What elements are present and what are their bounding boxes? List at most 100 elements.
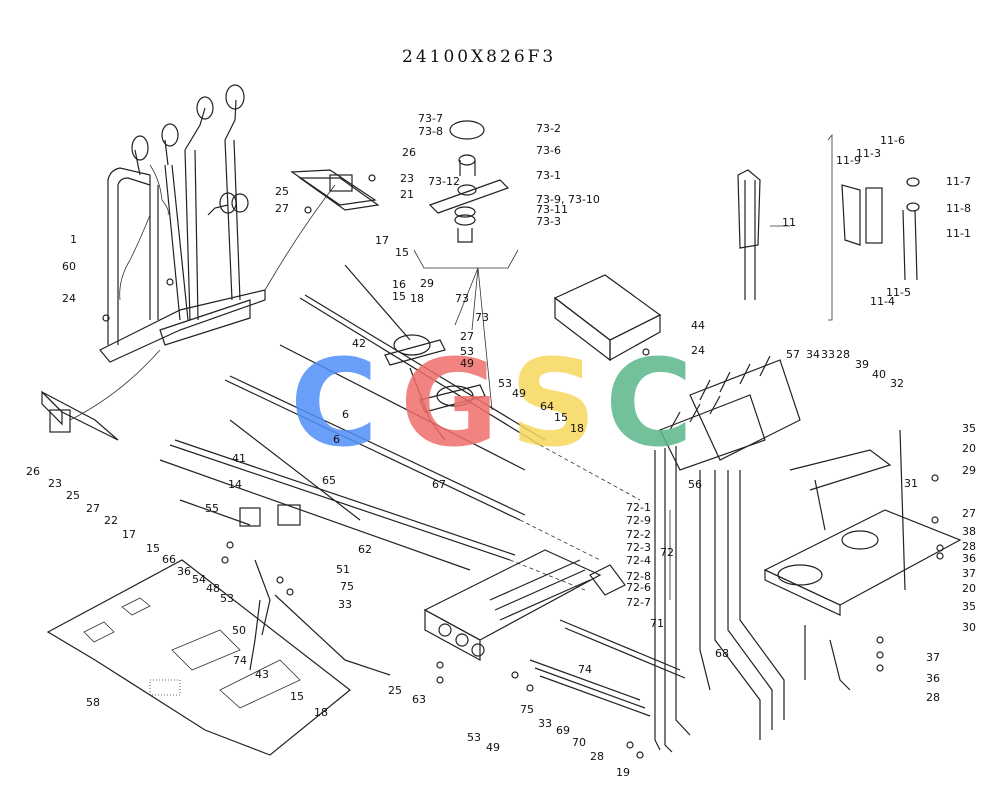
part-number-label: 73-6 — [536, 144, 561, 157]
part-number-label: 72-8 — [626, 570, 651, 583]
part-number-label: 73-2 — [536, 122, 561, 135]
part-number-label: 25 — [66, 489, 80, 502]
part-number-label: 72-6 — [626, 581, 651, 594]
part-number-label: 71 — [650, 617, 664, 630]
part-number-label: 53 — [220, 592, 234, 605]
part-number-label: 35 — [962, 422, 976, 435]
part-number-label: 73-12 — [428, 175, 460, 188]
watermark-letter: S — [510, 335, 596, 474]
part-number-label: 11-1 — [946, 227, 971, 240]
part-number-label: 65 — [322, 474, 336, 487]
part-number-label: 16 — [392, 278, 406, 291]
part-number-label: 33 — [821, 348, 835, 361]
part-number-label: 50 — [232, 624, 246, 637]
part-number-label: 73-1 — [536, 169, 561, 182]
part-number-label: 21 — [400, 188, 414, 201]
part-number-label: 23 — [400, 172, 414, 185]
part-number-label: 49 — [512, 387, 526, 400]
part-number-label: 72-4 — [626, 554, 651, 567]
part-number-label: 15 — [554, 411, 568, 424]
part-number-label: 11-5 — [886, 286, 911, 299]
part-number-label: 73-3 — [536, 215, 561, 228]
part-number-label: 38 — [962, 525, 976, 538]
part-number-label: 73-7 — [418, 112, 443, 125]
part-number-label: 42 — [352, 337, 366, 350]
part-number-label: 11-3 — [856, 147, 881, 160]
part-number-label: 18 — [570, 422, 584, 435]
part-number-label: 20 — [962, 582, 976, 595]
part-number-label: 53 — [498, 377, 512, 390]
lever-detail-11 — [737, 133, 920, 321]
part-number-label: 64 — [540, 400, 554, 413]
part-number-label: 20 — [962, 442, 976, 455]
part-number-label: 30 — [962, 621, 976, 634]
part-number-label: 15 — [395, 246, 409, 259]
control-rods — [159, 264, 641, 591]
part-number-label: 60 — [62, 260, 76, 273]
upper-pedal — [290, 169, 380, 211]
part-number-label: 72-9 — [626, 514, 651, 527]
valve-frame-72 — [423, 510, 686, 717]
part-number-label: 11-8 — [946, 202, 971, 215]
part-number-label: 24 — [62, 292, 76, 305]
watermark-letter: C — [605, 335, 693, 474]
lever-head-assembly-73 — [413, 120, 519, 411]
part-number-label: 28 — [926, 691, 940, 704]
fasteners — [102, 174, 944, 759]
floor-plate — [46, 559, 351, 756]
part-number-label: 19 — [616, 766, 630, 779]
mounting-plate — [763, 429, 962, 691]
part-number-label: 6 — [333, 433, 340, 446]
part-number-label: 27 — [275, 202, 289, 215]
part-number-label: 62 — [358, 543, 372, 556]
part-number-label: 49 — [486, 741, 500, 754]
cgsc-watermark: C G S C — [290, 335, 693, 474]
part-number-label: 29 — [420, 277, 434, 290]
part-number-label: 11-9 — [836, 154, 861, 167]
part-number-label: 66 — [162, 553, 176, 566]
part-number-label: 40 — [872, 368, 886, 381]
part-number-label: 11-7 — [946, 175, 971, 188]
hydraulic-hoses — [654, 446, 785, 753]
part-number-label: 15 — [290, 690, 304, 703]
part-number-label: 51 — [336, 563, 350, 576]
part-number-label: 24 — [691, 344, 705, 357]
part-number-label: 73-9, 73-10 — [536, 193, 600, 206]
part-number-label: 72-7 — [626, 596, 651, 609]
lower-pedal — [41, 349, 161, 441]
watermark-letter: C — [290, 335, 378, 474]
part-number-label: 23 — [48, 477, 62, 490]
part-number-label: 41 — [232, 452, 246, 465]
part-number-label: 73 — [455, 292, 469, 305]
part-number-label: 33 — [338, 598, 352, 611]
part-number-label: 35 — [962, 600, 976, 613]
part-number-label: 25 — [388, 684, 402, 697]
part-number-label: 72-1 — [626, 501, 651, 514]
part-number-label: 26 — [26, 465, 40, 478]
part-number-label: 33 — [538, 717, 552, 730]
part-number-label: 29 — [962, 464, 976, 477]
part-number-label: 11 — [782, 216, 796, 229]
part-number-label: 15 — [146, 542, 160, 555]
part-number-label: 36 — [177, 565, 191, 578]
part-number-label: 32 — [890, 377, 904, 390]
part-number-label: 72-2 — [626, 528, 651, 541]
part-number-label: 28 — [962, 540, 976, 553]
watermark-letter: G — [400, 335, 499, 474]
part-number-label: 37 — [962, 567, 976, 580]
part-number-label: 11-6 — [880, 134, 905, 147]
part-number-label: 6 — [342, 408, 349, 421]
control-valve-bank — [659, 355, 801, 471]
part-number-label: 73-11 — [536, 203, 568, 216]
part-number-label: 43 — [255, 668, 269, 681]
part-number-label: 58 — [86, 696, 100, 709]
part-number-label: 15 — [392, 290, 406, 303]
part-number-label: 48 — [206, 582, 220, 595]
part-number-label: 27 — [460, 330, 474, 343]
part-number-label: 18 — [314, 706, 328, 719]
cover-44 — [553, 274, 662, 362]
part-number-label: 14 — [228, 478, 242, 491]
part-number-label: 49 — [460, 357, 474, 370]
